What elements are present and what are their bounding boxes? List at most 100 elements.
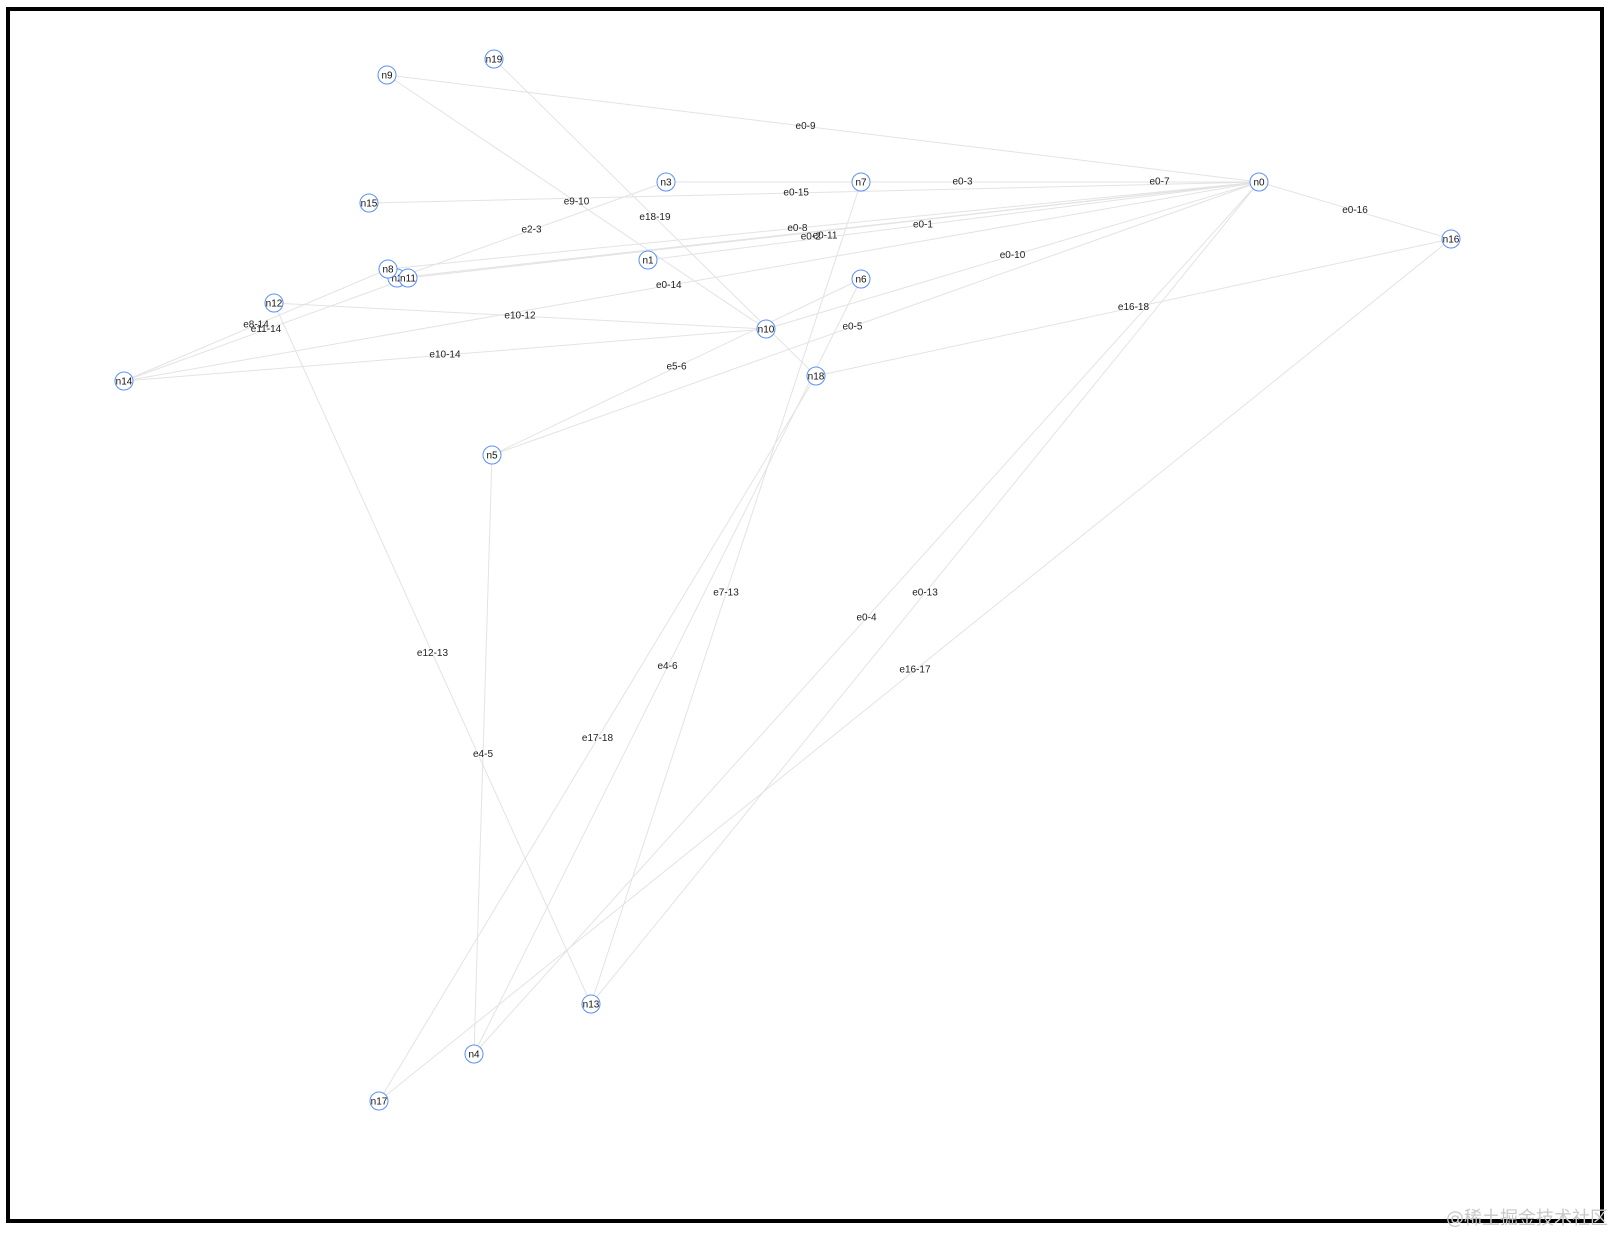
node-circle-n14[interactable] xyxy=(114,371,134,391)
edge-e0-1[interactable] xyxy=(647,181,1260,261)
node-n4[interactable]: n4 xyxy=(464,1044,484,1064)
edge-label-e0-9: e0-9 xyxy=(796,121,816,132)
node-label-n5: n5 xyxy=(486,451,498,462)
edge-label-e0-10: e0-10 xyxy=(1000,250,1026,261)
node-label-n4: n4 xyxy=(468,1050,480,1061)
node-circle-n13[interactable] xyxy=(581,994,601,1014)
edge-label-e10-12: e10-12 xyxy=(504,311,536,322)
node-n18[interactable]: n18 xyxy=(806,366,826,386)
edge-label-e4-5: e4-5 xyxy=(473,749,493,760)
node-circle-n11[interactable] xyxy=(398,268,418,288)
node-n12[interactable]: n12 xyxy=(264,293,284,313)
edge-label-e4-6: e4-6 xyxy=(657,661,677,672)
node-circle-n7[interactable] xyxy=(851,172,871,192)
node-n1[interactable]: n1 xyxy=(638,250,658,270)
edge-e9-10[interactable] xyxy=(386,74,767,330)
edge-e5-6[interactable] xyxy=(491,278,862,456)
edge-label-e0-8: e0-8 xyxy=(787,223,807,234)
edge-label-e10-14: e10-14 xyxy=(429,350,461,361)
edge-e0-8[interactable] xyxy=(387,181,1260,270)
node-n6[interactable]: n6 xyxy=(851,269,871,289)
edge-label-e16-17: e16-17 xyxy=(899,665,931,676)
node-circle-n17[interactable] xyxy=(369,1091,389,1111)
watermark: @稀土掘金技术社区 xyxy=(1446,1208,1608,1229)
node-label-n14: n14 xyxy=(116,377,133,388)
node-circle-n4[interactable] xyxy=(464,1044,484,1064)
node-label-n6: n6 xyxy=(855,275,867,286)
node-circle-n3[interactable] xyxy=(656,172,676,192)
edge-e10-14[interactable] xyxy=(123,328,767,382)
node-label-n12: n12 xyxy=(266,299,283,310)
node-circle-n16[interactable] xyxy=(1441,229,1461,249)
edge-e11-14[interactable] xyxy=(123,277,409,382)
edge-label-e2-3: e2-3 xyxy=(521,225,541,236)
edge-label-e7-13: e7-13 xyxy=(713,588,739,599)
edge-layer xyxy=(123,58,1452,1102)
node-circle-n15[interactable] xyxy=(359,193,379,213)
edge-label-e11-14: e11-14 xyxy=(251,324,282,335)
edge-e17-18[interactable] xyxy=(378,375,817,1102)
edge-label-e18-19: e18-19 xyxy=(639,212,671,223)
edge-e8-14[interactable] xyxy=(123,268,389,382)
node-n5[interactable]: n5 xyxy=(482,445,502,465)
edge-e12-13[interactable] xyxy=(273,302,592,1005)
node-label-n18: n18 xyxy=(808,372,825,383)
edge-e0-4[interactable] xyxy=(473,181,1260,1055)
edge-e10-12[interactable] xyxy=(273,302,767,330)
node-n9[interactable]: n9 xyxy=(377,65,397,85)
node-n19[interactable]: n19 xyxy=(484,49,504,69)
edge-e2-3[interactable] xyxy=(396,181,667,279)
edge-label-e0-4: e0-4 xyxy=(856,613,876,624)
node-label-n11: n11 xyxy=(400,274,416,285)
node-circle-n9[interactable] xyxy=(377,65,397,85)
node-n8[interactable]: n8 xyxy=(378,259,398,279)
node-circle-n18[interactable] xyxy=(806,366,826,386)
node-label-n15: n15 xyxy=(361,199,378,210)
edge-e0-13[interactable] xyxy=(590,181,1260,1005)
node-circle-n12[interactable] xyxy=(264,293,284,313)
edge-label-e17-18: e17-18 xyxy=(582,733,614,744)
edge-e16-18[interactable] xyxy=(815,238,1452,377)
node-label-n7: n7 xyxy=(855,178,867,189)
edge-label-e16-18: e16-18 xyxy=(1118,302,1150,313)
node-circle-n10[interactable] xyxy=(756,319,776,339)
edge-e0-9[interactable] xyxy=(386,74,1260,183)
node-circle-n1[interactable] xyxy=(638,250,658,270)
node-label-n3: n3 xyxy=(660,178,672,189)
node-n15[interactable]: n15 xyxy=(359,193,379,213)
node-n0[interactable]: n0 xyxy=(1249,172,1269,192)
node-n13[interactable]: n13 xyxy=(581,994,601,1014)
edge-e0-16[interactable] xyxy=(1258,181,1452,240)
edge-label-e5-6: e5-6 xyxy=(666,362,686,373)
edge-label-e8-14: e8-14 xyxy=(243,320,269,331)
node-circle-n5[interactable] xyxy=(482,445,502,465)
node-circle-n8[interactable] xyxy=(378,259,398,279)
edge-e0-14[interactable] xyxy=(123,181,1260,382)
node-label-n16: n16 xyxy=(1443,235,1460,246)
edge-e16-17[interactable] xyxy=(378,238,1452,1102)
edge-e0-11[interactable] xyxy=(407,181,1260,279)
edge-e7-13[interactable] xyxy=(590,181,862,1005)
node-n10[interactable]: n10 xyxy=(756,319,776,339)
node-n17[interactable]: n17 xyxy=(369,1091,389,1111)
node-circle-n19[interactable] xyxy=(484,49,504,69)
node-label-n1: n1 xyxy=(642,256,654,267)
node-label-n0: n0 xyxy=(1253,178,1265,189)
edge-e0-15[interactable] xyxy=(368,181,1260,204)
node-label-n10: n10 xyxy=(758,325,775,336)
node-n3[interactable]: n3 xyxy=(656,172,676,192)
node-n7[interactable]: n7 xyxy=(851,172,871,192)
node-n11[interactable]: n11 xyxy=(398,268,418,288)
edge-e4-5[interactable] xyxy=(473,454,493,1055)
node-n14[interactable]: n14 xyxy=(114,371,134,391)
node-circle-n6[interactable] xyxy=(851,269,871,289)
node-n16[interactable]: n16 xyxy=(1441,229,1461,249)
node-label-n17: n17 xyxy=(371,1097,388,1108)
edge-e0-5[interactable] xyxy=(491,181,1260,456)
node-circle-n0[interactable] xyxy=(1249,172,1269,192)
node-label-n8: n8 xyxy=(382,265,394,276)
edge-label-e0-5: e0-5 xyxy=(842,321,862,332)
node-label-n9: n9 xyxy=(381,71,393,82)
